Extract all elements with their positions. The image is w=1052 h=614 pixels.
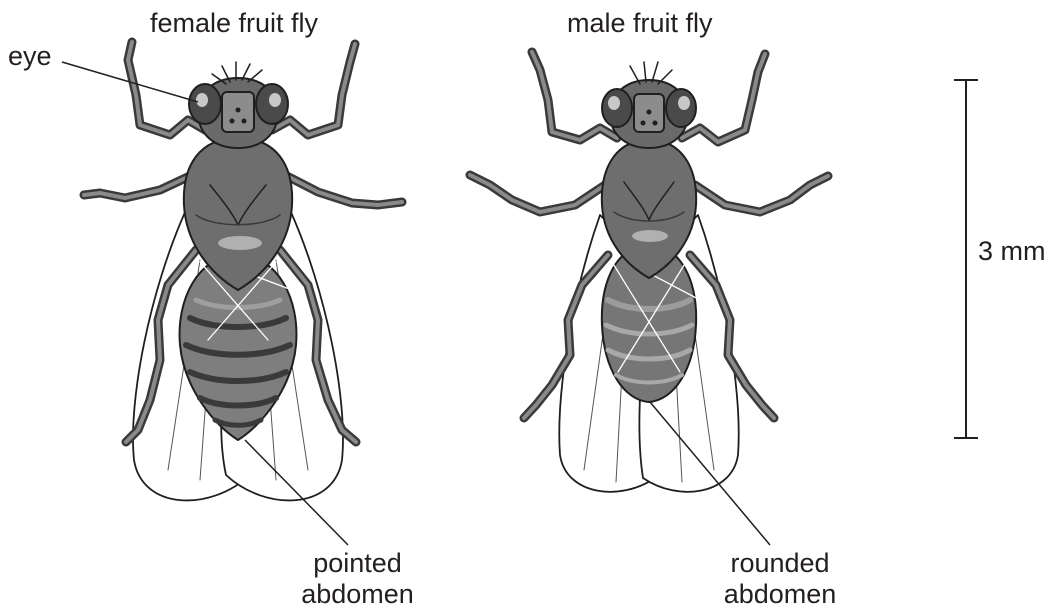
rounded-label-line1: rounded [705,548,855,579]
male-fly [470,52,828,492]
pointed-label-line2: abdomen [295,579,420,610]
male-title: male fruit fly [567,8,713,39]
rounded-abdomen-label: rounded abdomen [705,548,855,610]
male-middle-leg-left [470,175,605,212]
scale-bar [954,80,978,438]
pointed-label-line1: pointed [295,548,420,579]
male-middle-leg-right [695,176,828,212]
female-title: female fruit fly [150,8,318,39]
female-fly [84,42,402,500]
rounded-label-line2: abdomen [705,579,855,610]
pointed-abdomen-label: pointed abdomen [295,548,420,610]
eye-label: eye [8,41,52,72]
scale-label: 3 mm [978,236,1046,267]
